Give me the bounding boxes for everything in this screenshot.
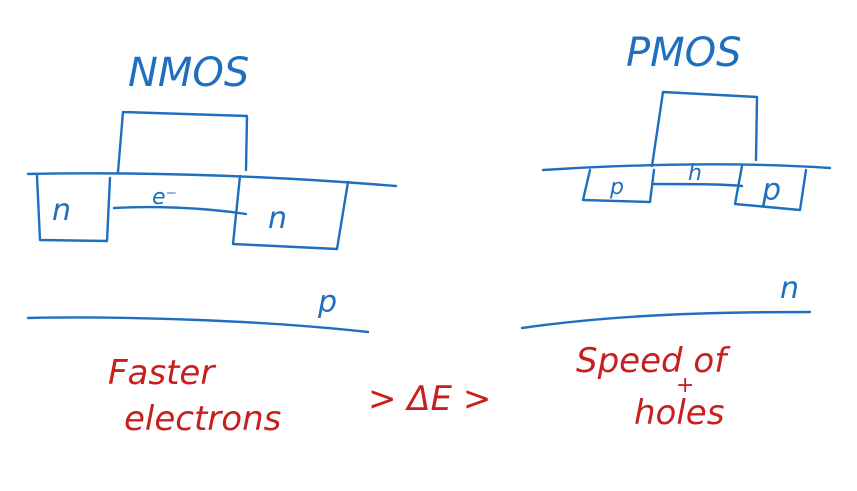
nmos-drain-label: n [268, 201, 287, 236]
nmos-device: NMOS n e⁻ n p [26, 50, 398, 334]
pmos-surface-line [541, 163, 832, 172]
pmos-device: PMOS p h p n [520, 30, 832, 330]
pmos-title: PMOS [626, 30, 742, 76]
pmos-gate [650, 90, 759, 168]
nmos-drain-well [231, 174, 350, 251]
nmos-gate [116, 110, 249, 174]
nmos-surface-line [26, 172, 398, 188]
pmos-substrate-label: n [780, 271, 799, 306]
nmos-title: NMOS [128, 50, 249, 96]
note-faster: Faster [108, 353, 216, 393]
note-delta-e: > ΔE > [368, 379, 491, 419]
nmos-channel [112, 205, 248, 216]
nmos-source-label: n [52, 193, 71, 228]
nmos-substrate-line [26, 316, 370, 334]
pmos-drain-well [733, 164, 808, 212]
pmos-substrate-line [520, 310, 812, 330]
note-plus: + [676, 373, 694, 398]
pmos-drain-label: p [761, 173, 781, 208]
note-holes: holes [634, 393, 724, 433]
nmos-substrate-label: p [317, 285, 337, 320]
note-electrons: electrons [124, 399, 281, 439]
pmos-source-well [581, 168, 656, 204]
annotations: Faster electrons > ΔE > Speed of + holes [108, 341, 731, 439]
note-speed-of: Speed of [576, 341, 731, 381]
nmos-channel-label: e⁻ [152, 185, 177, 210]
pmos-source-label: p [609, 175, 624, 200]
pmos-channel-label: h [688, 161, 702, 186]
pmos-channel [650, 182, 744, 188]
nmos-source-well [35, 174, 112, 243]
